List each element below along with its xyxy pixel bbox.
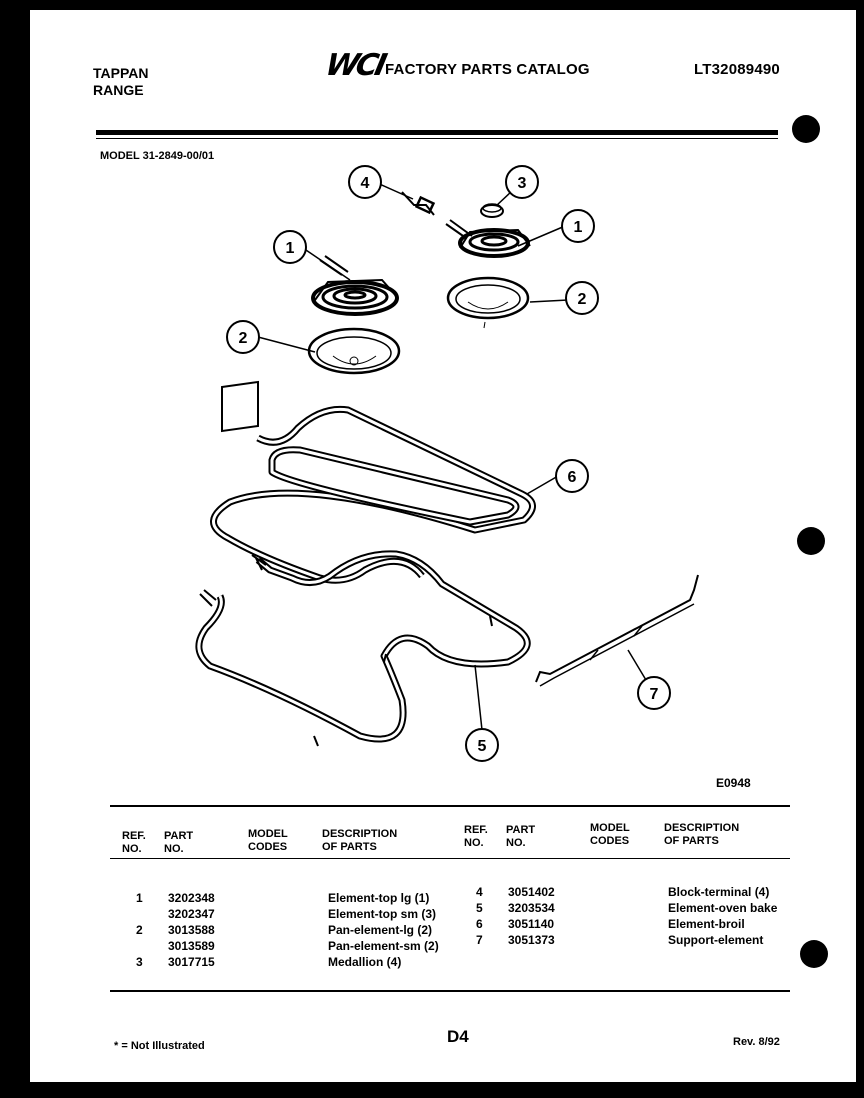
part-description: Block-terminal (4) (668, 885, 770, 899)
header-text: DESCRIPTION (322, 828, 398, 840)
header-text: NO. (506, 837, 526, 849)
part-description: Medallion (4) (328, 955, 402, 969)
callout-6 (555, 459, 589, 493)
part-no: 3051140 (508, 917, 555, 931)
callout-2-right (565, 281, 599, 315)
header-text: MODEL (590, 822, 630, 834)
catalog-title: FACTORY PARTS CATALOG (385, 61, 590, 78)
catalog-page: TAPPAN RANGE WCI FACTORY PARTS CATALOG L… (30, 10, 856, 1082)
ref-no: 2 (136, 923, 143, 937)
callout-label: 2 (578, 291, 587, 308)
col-header-desc-right: DESCRIPTION OF PARTS (664, 822, 739, 848)
part-no: 3013589 (168, 939, 215, 953)
callout-label: 5 (478, 738, 487, 755)
callout-label: 1 (574, 219, 583, 236)
header-text: CODES (590, 835, 630, 847)
drip-pan-small (446, 276, 530, 329)
header-text: PART (506, 824, 536, 836)
col-header-ref-right: REF. NO. (464, 824, 488, 850)
part-description: Element-top lg (1) (328, 891, 430, 905)
callout-label: 1 (286, 240, 295, 257)
surface-element-small (445, 219, 531, 258)
ref-no: 3 (136, 955, 143, 969)
part-no: 3203534 (508, 901, 555, 915)
header-text: OF PARTS (322, 841, 377, 853)
callout-label: 3 (518, 175, 527, 192)
callout-1-left (273, 230, 307, 264)
ref-no: 4 (476, 885, 483, 899)
part-no: 3051402 (508, 885, 555, 899)
header-rule (96, 130, 778, 135)
brand-name: TAPPAN RANGE (93, 65, 148, 99)
ref-no: 7 (476, 933, 483, 947)
callout-label: 7 (650, 686, 659, 703)
drip-pan-large (307, 327, 401, 375)
header-text: NO. (122, 843, 142, 855)
ref-no: 1 (136, 891, 143, 905)
punch-hole-icon (792, 115, 820, 143)
callout-3 (505, 165, 539, 199)
col-header-ref-left: REF. NO. (122, 830, 146, 856)
exploded-parts-diagram: 1 2 4 3 1 2 6 5 7 E0948 (195, 165, 751, 790)
part-description: Element-broil (668, 917, 745, 931)
col-header-model-left: MODEL CODES (248, 828, 288, 854)
surface-element-large (311, 255, 399, 316)
medallion (480, 203, 504, 218)
part-no: 3017715 (168, 955, 215, 969)
part-no: 3202348 (168, 891, 215, 905)
catalog-number: LT32089490 (694, 61, 780, 78)
header-text: NO. (464, 837, 484, 849)
callout-4 (348, 165, 382, 199)
terminal-block (401, 191, 436, 216)
callout-label: 6 (568, 469, 577, 486)
header-text: NO. (164, 843, 184, 855)
callout-label: 2 (239, 330, 248, 347)
callout-5 (465, 728, 499, 762)
callout-2-left (226, 320, 260, 354)
col-header-part-left: PART NO. (164, 830, 193, 856)
header-text: MODEL (248, 828, 288, 840)
callout-1-right (561, 209, 595, 243)
brand-line-1: TAPPAN (93, 65, 149, 81)
header-text: OF PARTS (664, 835, 719, 847)
part-description: Pan-element-lg (2) (328, 923, 433, 937)
ref-no: 6 (476, 917, 483, 931)
part-no: 3013588 (168, 923, 215, 937)
part-description: Support-element (668, 933, 764, 947)
part-description: Element-top sm (3) (328, 907, 437, 921)
col-header-desc-left: DESCRIPTION OF PARTS (322, 828, 397, 854)
header-text: PART (164, 830, 194, 842)
punch-hole-icon (797, 527, 825, 555)
punch-hole-icon (800, 940, 828, 968)
part-description: Element-oven bake (668, 901, 778, 915)
table-top-rule (110, 805, 790, 807)
ref-no: 5 (476, 901, 483, 915)
table-bottom-rule (110, 990, 790, 992)
col-header-part-right: PART NO. (506, 824, 535, 850)
page-number: D4 (447, 1027, 469, 1046)
table-header-rule (110, 858, 790, 859)
part-no: 3202347 (168, 907, 215, 921)
callout-label: 4 (361, 175, 370, 192)
diagram-code: E0948 (716, 776, 751, 790)
part-description: Pan-element-sm (2) (328, 939, 439, 953)
bake-element (195, 550, 531, 747)
part-no: 3051373 (508, 933, 555, 947)
header-text: DESCRIPTION (664, 822, 740, 834)
header-rule-thin (96, 138, 778, 139)
header-text: REF. (464, 824, 488, 836)
revision-date: Rev. 8/92 (733, 1036, 780, 1048)
broil-element (210, 380, 536, 584)
col-header-model-right: MODEL CODES (590, 822, 630, 848)
header-text: REF. (122, 830, 146, 842)
header-text: CODES (248, 841, 288, 853)
callout-7 (637, 676, 671, 710)
brand-line-2: RANGE (93, 82, 144, 98)
model-line: MODEL 31-2849-00/01 (100, 150, 215, 162)
element-support (535, 574, 699, 687)
not-illustrated-note: * = Not Illustrated (114, 1040, 205, 1052)
